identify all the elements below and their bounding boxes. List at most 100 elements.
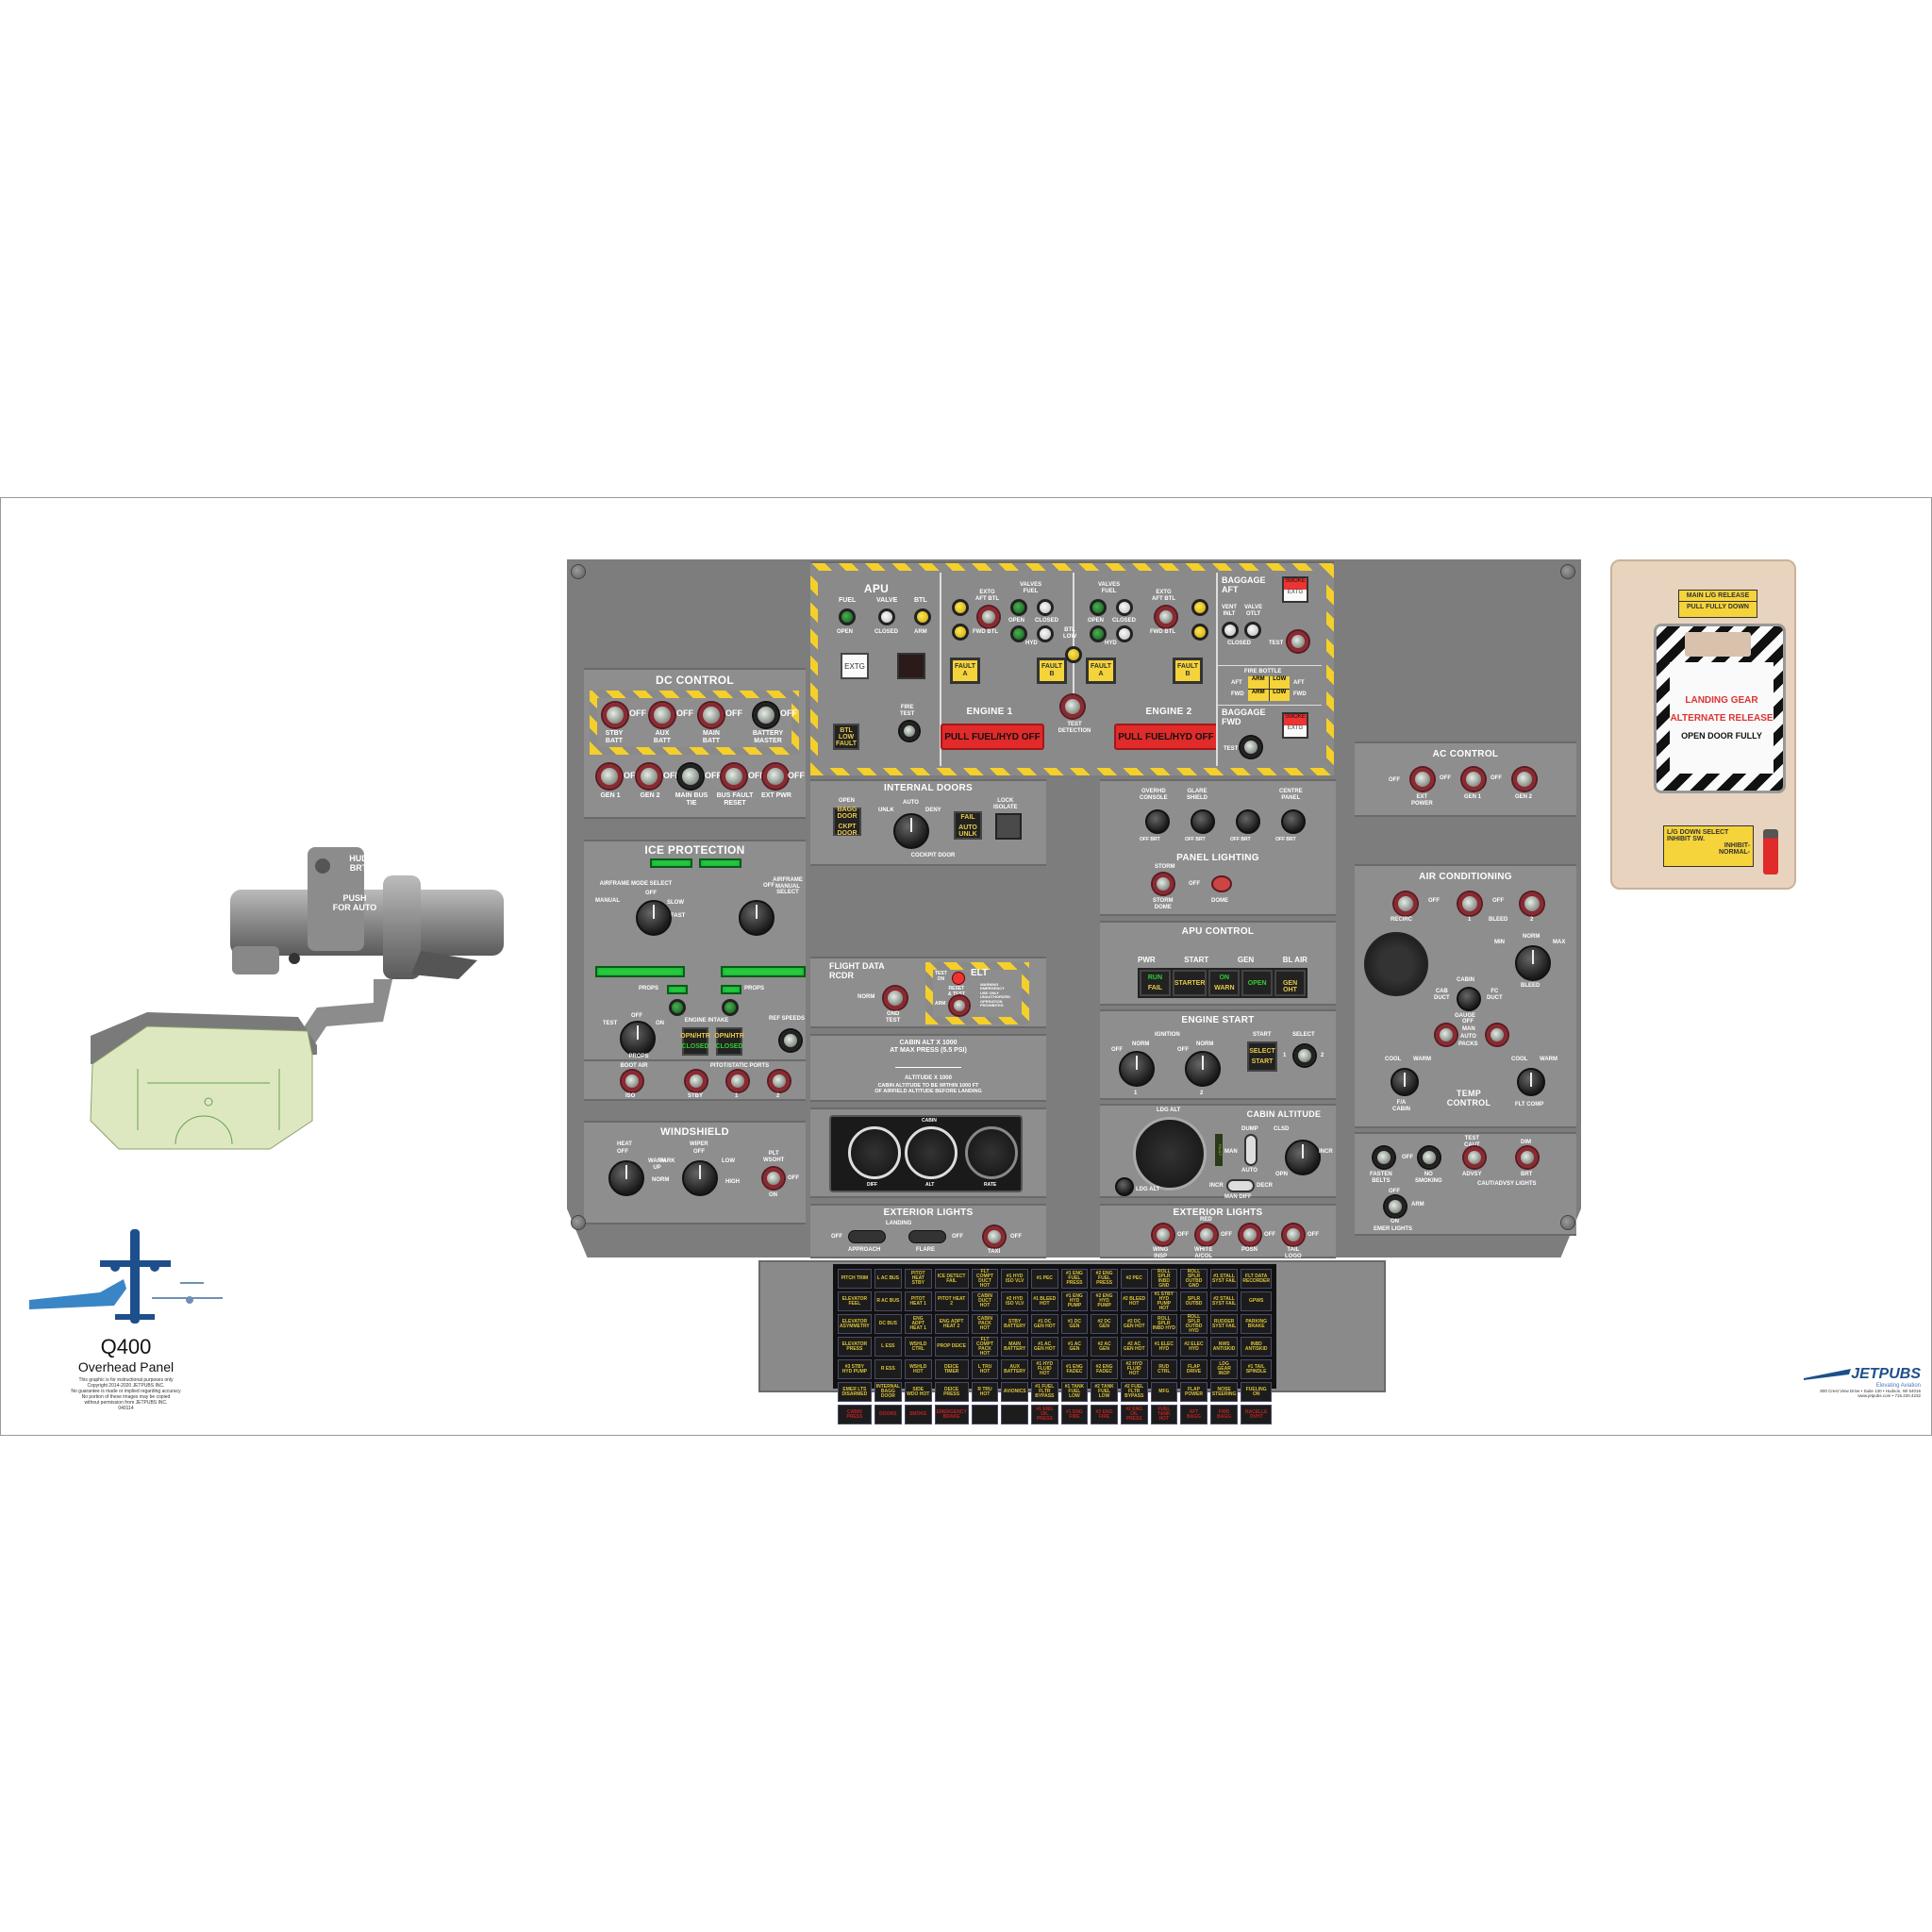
lg-inhibit-switch[interactable] [1763, 829, 1778, 874]
apu-fire-button[interactable] [897, 653, 925, 679]
props-knob[interactable] [620, 1021, 656, 1057]
elt-reset-test-button[interactable] [952, 972, 965, 985]
apu-pwr-run: RUN [1147, 974, 1163, 981]
eng2-fault-b[interactable]: FAULT B [1173, 658, 1203, 684]
lock-isolate-button[interactable] [995, 813, 1022, 840]
bleed2-switch[interactable] [1521, 892, 1543, 915]
airframe-manual-select-knob[interactable] [739, 900, 774, 936]
plt-wsoht-switch[interactable] [763, 1168, 784, 1189]
stby-batt-switch[interactable] [603, 703, 627, 727]
baggage-fwd-smoke-extg-button[interactable]: SMOKE EXTG [1282, 712, 1308, 739]
pack2-switch[interactable] [1487, 1024, 1507, 1045]
anti-collision-switch[interactable] [1196, 1224, 1217, 1245]
gen2-dc-switch[interactable] [637, 764, 661, 789]
ext-pwr-dc-switch[interactable] [763, 764, 788, 789]
pitot-stby-switch[interactable] [686, 1071, 707, 1091]
ac-gen1-switch[interactable] [1462, 768, 1485, 791]
ldg-alt-knob[interactable] [1115, 1177, 1134, 1196]
hud-combiner-icon [90, 847, 504, 1150]
approach-light-switch[interactable] [848, 1230, 886, 1243]
pitot-1-switch[interactable] [727, 1071, 748, 1091]
man-diff-switch[interactable] [1226, 1179, 1255, 1192]
airframe-mode-select-knob[interactable] [636, 900, 672, 936]
eng2-extg-switch[interactable] [1156, 607, 1176, 627]
test-detection-switch[interactable] [1061, 695, 1084, 718]
boot-air-iso-switch[interactable] [622, 1071, 642, 1091]
glare-shield-knob[interactable] [1191, 809, 1215, 834]
bleed-flow-knob[interactable] [1515, 945, 1551, 981]
apu-btl-low-fault[interactable]: BTL LOW FAULT [833, 724, 859, 750]
apu-start-button[interactable]: STARTER [1172, 970, 1208, 996]
ac-ext-power-switch[interactable] [1411, 768, 1434, 791]
caut-test-switch[interactable] [1464, 1147, 1485, 1168]
battery-master-switch[interactable] [754, 703, 778, 727]
elt-switch[interactable] [950, 996, 969, 1015]
gen1-dc-switch[interactable] [597, 764, 622, 789]
ignition-2-knob[interactable] [1185, 1051, 1221, 1087]
bleed1-switch[interactable] [1458, 892, 1481, 915]
windshield-heat-knob[interactable] [608, 1160, 644, 1196]
baggage-aft-test-switch[interactable] [1288, 631, 1308, 652]
taxi-light-switch[interactable] [984, 1226, 1005, 1247]
tail-logo-switch[interactable] [1283, 1224, 1304, 1245]
baggage-aft-smoke-extg-button[interactable]: SMOKE EXTG [1282, 576, 1308, 603]
eng1-pull-handle[interactable]: PULL FUEL/HYD OFF [941, 724, 1044, 750]
main-bus-tie-switch[interactable] [678, 764, 703, 789]
caution-light: FUEL TANK HOT [1150, 1405, 1178, 1424]
wiper-knob[interactable] [682, 1160, 718, 1196]
eng1-fault-b[interactable]: FAULT B [1037, 658, 1067, 684]
eng1-fault-a[interactable]: FAULT A [950, 658, 980, 684]
aux-batt-switch[interactable] [650, 703, 675, 727]
posn-switch[interactable] [1240, 1224, 1260, 1245]
ac-gen2-switch[interactable] [1513, 768, 1536, 791]
flt-comp-temp-knob[interactable] [1517, 1068, 1545, 1096]
cockpit-door-knob[interactable] [893, 813, 929, 849]
fa-cabin-temp-knob[interactable] [1391, 1068, 1419, 1096]
eng1-extg-switch[interactable] [978, 607, 999, 627]
apu-gen-oht-button[interactable]: GEN OHT [1274, 970, 1306, 996]
engine-select-switch[interactable] [1294, 1045, 1315, 1066]
fasten-belts-switch[interactable] [1374, 1147, 1394, 1168]
ignition-1-knob[interactable] [1119, 1051, 1155, 1087]
ref-speeds-switch[interactable] [780, 1030, 801, 1051]
fire-bottle-annunciators[interactable]: ARM LOW ARM LOW [1248, 676, 1290, 701]
apu-fire-test-switch[interactable] [900, 722, 919, 741]
eng2-fault-a[interactable]: FAULT A [1086, 658, 1116, 684]
storm-dome-switch[interactable] [1153, 874, 1174, 894]
centre-panel-knob[interactable] [1281, 809, 1306, 834]
recirc-switch[interactable] [1394, 892, 1417, 915]
flight-data-gnd-test-switch[interactable] [884, 987, 907, 1009]
cabin-alt-rate-knob[interactable] [1285, 1140, 1321, 1175]
bagg-door: BAGG DOOR [837, 807, 858, 820]
decr-label: DECR [1257, 1183, 1274, 1189]
panel-knob-3[interactable] [1236, 809, 1260, 834]
bus-fault-reset-switch[interactable] [722, 764, 746, 789]
pitot-2-switch[interactable] [769, 1071, 790, 1091]
alt-release-door[interactable]: LANDING GEAR ALTERNATE RELEASE OPEN DOOR… [1654, 624, 1786, 793]
no-smoking-switch[interactable] [1419, 1147, 1440, 1168]
emer-lights-switch[interactable] [1385, 1196, 1406, 1217]
main-batt-switch[interactable] [699, 703, 724, 727]
wing-insp-switch[interactable] [1153, 1224, 1174, 1245]
flare-light-switch[interactable] [908, 1230, 946, 1243]
overhd-console-knob[interactable] [1145, 809, 1170, 834]
cabin-rate-gauge [965, 1126, 1018, 1179]
ac-gen2-label: GEN 2 [1515, 794, 1533, 800]
eng2-pull-handle[interactable]: PULL FUEL/HYD OFF [1114, 724, 1218, 750]
temp-gauge-select-knob[interactable] [1457, 987, 1481, 1011]
apu-extg-button[interactable]: EXTG [841, 653, 869, 679]
apu-blair-button[interactable]: OPEN [1241, 970, 1274, 996]
hud-brt-button[interactable] [313, 858, 332, 877]
baggage-fwd-test-switch[interactable] [1241, 737, 1261, 758]
elt-reset-label: RESET & TEST [948, 986, 965, 997]
dump-mode-switch[interactable] [1244, 1134, 1257, 1166]
caution-light: DC BUS [874, 1314, 902, 1334]
dome-switch[interactable] [1211, 875, 1232, 892]
pack1-switch[interactable] [1436, 1024, 1457, 1045]
caut-dim-switch[interactable] [1517, 1147, 1538, 1168]
